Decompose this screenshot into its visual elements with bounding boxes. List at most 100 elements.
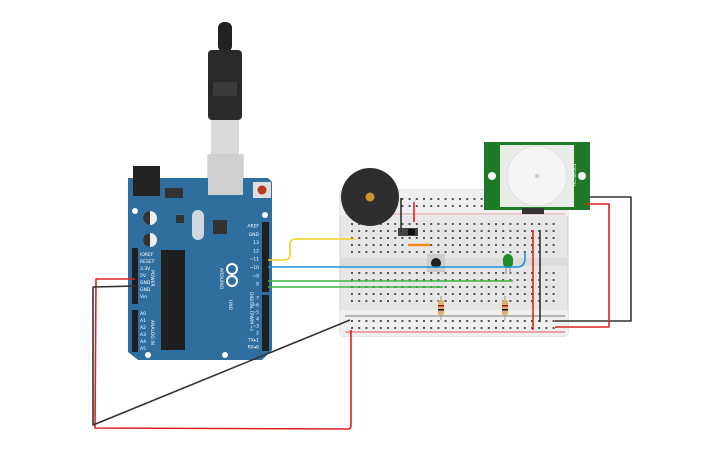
- breadboard-hole[interactable]: [480, 205, 483, 207]
- wire-black-gnd[interactable]: [92, 285, 351, 426]
- breadboard-hole[interactable]: [444, 327, 447, 329]
- breadboard-hole[interactable]: [365, 279, 368, 281]
- breadboard-hole[interactable]: [415, 320, 418, 322]
- breadboard-hole[interactable]: [473, 327, 476, 329]
- breadboard-hole[interactable]: [459, 198, 461, 200]
- breadboard-hole[interactable]: [466, 272, 469, 274]
- breadboard-hole[interactable]: [437, 279, 440, 281]
- breadboard-hole[interactable]: [437, 272, 440, 274]
- breadboard-hole[interactable]: [531, 272, 533, 274]
- breadboard-hole[interactable]: [473, 198, 476, 200]
- breadboard-hole[interactable]: [401, 205, 404, 207]
- breadboard-hole[interactable]: [365, 293, 368, 295]
- breadboard-hole[interactable]: [509, 327, 512, 329]
- breadboard-hole[interactable]: [451, 300, 454, 302]
- breadboard-hole[interactable]: [437, 223, 440, 225]
- breadboard-hole[interactable]: [451, 279, 454, 281]
- breadboard-hole[interactable]: [358, 327, 361, 329]
- breadboard-hole[interactable]: [466, 205, 469, 207]
- breadboard-hole[interactable]: [372, 237, 375, 239]
- breadboard-hole[interactable]: [516, 327, 519, 329]
- breadboard-hole[interactable]: [473, 286, 476, 288]
- breadboard-hole[interactable]: [408, 237, 411, 239]
- breadboard-hole[interactable]: [351, 237, 353, 239]
- breadboard-hole[interactable]: [379, 327, 382, 329]
- breadboard-hole[interactable]: [423, 320, 425, 322]
- breadboard-hole[interactable]: [531, 327, 533, 329]
- breadboard-hole[interactable]: [415, 293, 418, 295]
- breadboard-hole[interactable]: [408, 293, 411, 295]
- breadboard-hole[interactable]: [495, 244, 497, 246]
- breadboard-hole[interactable]: [430, 272, 433, 274]
- breadboard-hole[interactable]: [423, 300, 425, 302]
- breadboard-hole[interactable]: [444, 205, 447, 207]
- breadboard-hole[interactable]: [451, 198, 454, 200]
- breadboard-hole[interactable]: [358, 300, 361, 302]
- breadboard-hole[interactable]: [379, 230, 382, 232]
- resistor-1[interactable]: [438, 296, 444, 320]
- breadboard-hole[interactable]: [480, 293, 483, 295]
- breadboard-hole[interactable]: [437, 244, 440, 246]
- breadboard-hole[interactable]: [415, 279, 418, 281]
- breadboard-hole[interactable]: [531, 251, 533, 253]
- breadboard-hole[interactable]: [487, 279, 490, 281]
- breadboard-hole[interactable]: [531, 223, 533, 225]
- breadboard-hole[interactable]: [401, 300, 404, 302]
- green-led[interactable]: [503, 254, 513, 274]
- wire-red-5v[interactable]: [94, 278, 352, 430]
- breadboard-hole[interactable]: [516, 286, 519, 288]
- breadboard-hole[interactable]: [430, 205, 433, 207]
- breadboard-hole[interactable]: [379, 237, 382, 239]
- breadboard-hole[interactable]: [473, 244, 476, 246]
- breadboard-hole[interactable]: [394, 237, 397, 239]
- breadboard-hole[interactable]: [531, 286, 533, 288]
- breadboard-hole[interactable]: [451, 223, 454, 225]
- breadboard-hole[interactable]: [516, 300, 519, 302]
- breadboard-hole[interactable]: [430, 327, 433, 329]
- breadboard-hole[interactable]: [444, 300, 447, 302]
- breadboard-hole[interactable]: [379, 251, 382, 253]
- breadboard-hole[interactable]: [351, 230, 353, 232]
- breadboard-hole[interactable]: [394, 279, 397, 281]
- breadboard-hole[interactable]: [459, 230, 461, 232]
- breadboard-hole[interactable]: [351, 320, 353, 322]
- resistor-2[interactable]: [502, 296, 508, 320]
- breadboard-hole[interactable]: [444, 279, 447, 281]
- breadboard-hole[interactable]: [423, 327, 425, 329]
- breadboard-hole[interactable]: [552, 300, 555, 302]
- breadboard-hole[interactable]: [365, 251, 368, 253]
- breadboard-hole[interactable]: [408, 327, 411, 329]
- breadboard-hole[interactable]: [509, 237, 512, 239]
- breadboard-hole[interactable]: [423, 272, 425, 274]
- breadboard-hole[interactable]: [552, 279, 555, 281]
- breadboard-hole[interactable]: [351, 244, 353, 246]
- breadboard-hole[interactable]: [487, 251, 490, 253]
- breadboard-hole[interactable]: [466, 286, 469, 288]
- breadboard-hole[interactable]: [430, 237, 433, 239]
- breadboard-hole[interactable]: [365, 244, 368, 246]
- breadboard-hole[interactable]: [423, 251, 425, 253]
- breadboard-hole[interactable]: [502, 286, 505, 288]
- breadboard-hole[interactable]: [516, 223, 519, 225]
- breadboard-hole[interactable]: [509, 300, 512, 302]
- breadboard-hole[interactable]: [480, 320, 483, 322]
- breadboard-hole[interactable]: [509, 230, 512, 232]
- breadboard-hole[interactable]: [451, 205, 454, 207]
- breadboard-hole[interactable]: [394, 327, 397, 329]
- breadboard-hole[interactable]: [387, 230, 389, 232]
- breadboard-hole[interactable]: [401, 279, 404, 281]
- breadboard-hole[interactable]: [430, 223, 433, 225]
- breadboard-hole[interactable]: [408, 320, 411, 322]
- breadboard-hole[interactable]: [430, 230, 433, 232]
- breadboard-hole[interactable]: [372, 320, 375, 322]
- breadboard-hole[interactable]: [387, 293, 389, 295]
- breadboard-hole[interactable]: [545, 223, 548, 225]
- breadboard-hole[interactable]: [502, 327, 505, 329]
- breadboard-hole[interactable]: [351, 251, 353, 253]
- breadboard-hole[interactable]: [487, 272, 490, 274]
- breadboard-hole[interactable]: [495, 327, 497, 329]
- breadboard-hole[interactable]: [401, 198, 404, 200]
- breadboard-hole[interactable]: [358, 279, 361, 281]
- breadboard-hole[interactable]: [459, 286, 461, 288]
- breadboard-hole[interactable]: [372, 327, 375, 329]
